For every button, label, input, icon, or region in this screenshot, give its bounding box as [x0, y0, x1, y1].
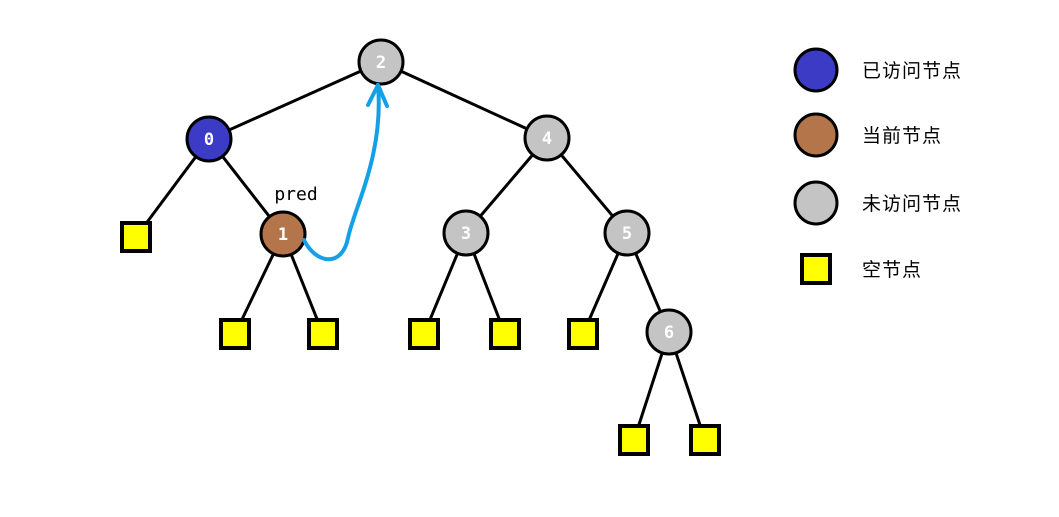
tree-node-3[interactable]: 3	[442, 209, 490, 257]
pred-arrowhead	[366, 83, 389, 108]
node-circle	[523, 114, 571, 162]
null-node-square[interactable]	[489, 318, 521, 350]
node-label: 5	[622, 224, 632, 244]
tree-node-2[interactable]: 2	[357, 38, 405, 86]
tree-node-0[interactable]: 0	[185, 115, 233, 163]
null-node-square[interactable]	[618, 424, 650, 456]
node-label: 1	[278, 225, 288, 245]
node-circle	[185, 115, 233, 163]
legend-label: 当前节点	[862, 125, 942, 147]
tree-edge	[472, 252, 501, 321]
legend-item-3[interactable]: 空节点	[800, 253, 922, 285]
legend-swatch-circle	[793, 112, 839, 158]
node-label: 2	[376, 53, 386, 73]
tree-edges	[143, 69, 702, 427]
tree-edge	[587, 251, 620, 321]
node-label: 4	[542, 129, 552, 149]
node-circle	[603, 209, 651, 257]
tree-edge	[240, 252, 276, 322]
tree-node-6[interactable]: 6	[645, 308, 693, 356]
legend-swatch-circle	[793, 180, 839, 226]
tree-edge	[289, 252, 319, 321]
tree-node-1[interactable]: 1	[259, 210, 307, 258]
tree-edge	[633, 251, 663, 314]
node-circle	[357, 38, 405, 86]
null-node-square[interactable]	[408, 318, 440, 350]
pred-label: pred	[274, 184, 317, 205]
legend-swatch-square	[800, 253, 832, 285]
tree-edge	[559, 153, 615, 218]
node-label: 3	[461, 224, 471, 244]
legend-item-2[interactable]: 未访问节点	[793, 180, 962, 226]
tree-edge	[399, 69, 529, 131]
pred-pointer-curve	[302, 83, 381, 262]
tree-edge	[227, 69, 363, 132]
tree-node-4[interactable]: 4	[523, 114, 571, 162]
null-node-square[interactable]	[219, 318, 251, 350]
tree-edge	[674, 351, 702, 427]
null-nodes	[120, 221, 721, 456]
node-label: 0	[204, 130, 214, 150]
legend-label: 已访问节点	[862, 60, 962, 82]
null-node-square[interactable]	[120, 221, 152, 253]
node-circle	[645, 308, 693, 356]
node-circle	[259, 210, 307, 258]
tree-edge	[428, 251, 460, 321]
tree-edge	[143, 154, 198, 226]
legend-item-1[interactable]: 当前节点	[793, 112, 942, 158]
tree-nodes: 2 0 4 1 3 5 6	[185, 38, 693, 356]
tree-edge	[478, 153, 535, 218]
null-node-square[interactable]	[307, 318, 339, 350]
null-node-square[interactable]	[567, 318, 599, 350]
tree-node-5[interactable]: 5	[603, 209, 651, 257]
legend-item-0[interactable]: 已访问节点	[793, 47, 962, 93]
pred-annotation: pred	[274, 83, 389, 262]
legend-label: 未访问节点	[862, 193, 962, 215]
tree-edge	[637, 351, 664, 427]
null-node-square[interactable]	[689, 424, 721, 456]
node-circle	[442, 209, 490, 257]
tree-edge	[220, 154, 272, 219]
legend-label: 空节点	[862, 259, 922, 281]
legend-swatch-circle	[793, 47, 839, 93]
node-label: 6	[664, 323, 674, 343]
